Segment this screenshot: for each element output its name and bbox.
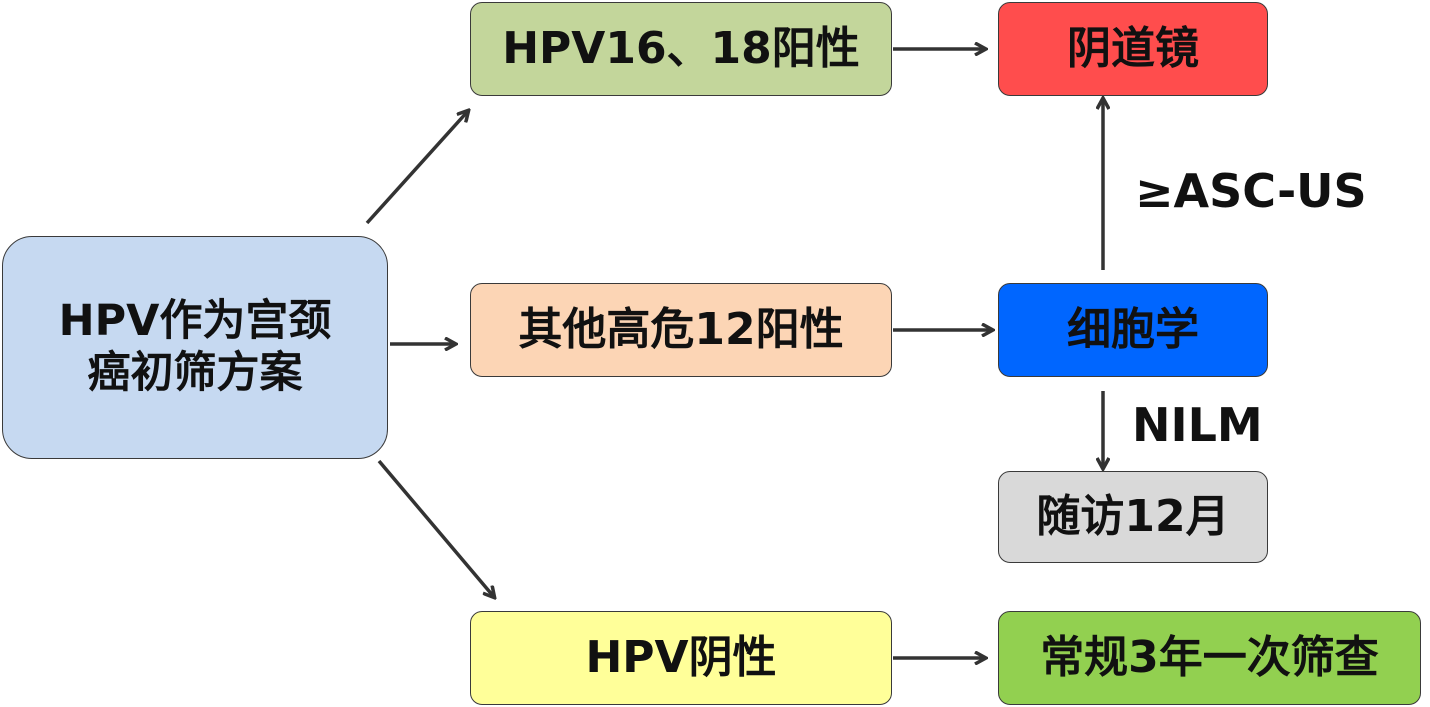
other-high-risk-node: 其他高危12阳性 [470, 283, 892, 377]
root-node-line-2: 癌初筛方案 [87, 347, 303, 398]
hpv1618-positive-label: HPV16、18阳性 [502, 22, 860, 74]
followup-label: 随访12月 [1036, 490, 1230, 542]
hpv-negative-label: HPV阴性 [585, 631, 777, 683]
hpv1618-positive-node: HPV16、18阳性 [470, 2, 892, 96]
routine-screening-node: 常规3年一次筛查 [998, 611, 1421, 705]
colposcopy-label: 阴道镜 [1067, 22, 1199, 74]
cytology-node: 细胞学 [998, 283, 1268, 377]
hpv-negative-node: HPV阴性 [470, 611, 892, 705]
nilm-edge-label: NILM [1132, 398, 1263, 452]
routine-screening-label: 常规3年一次筛查 [1040, 631, 1379, 683]
followup-node: 随访12月 [998, 471, 1268, 563]
arrow-root-to-negative [377, 459, 494, 597]
root-node: HPV作为宫颈 癌初筛方案 [2, 236, 388, 459]
colposcopy-node: 阴道镜 [998, 2, 1268, 96]
arrow-root-to-hpv1618 [365, 111, 468, 225]
cytology-label: 细胞学 [1067, 303, 1199, 355]
other-high-risk-label: 其他高危12阳性 [518, 303, 844, 355]
asc-us-edge-label: ≥ASC-US [1135, 164, 1367, 218]
root-node-line-1: HPV作为宫颈 [58, 295, 332, 346]
